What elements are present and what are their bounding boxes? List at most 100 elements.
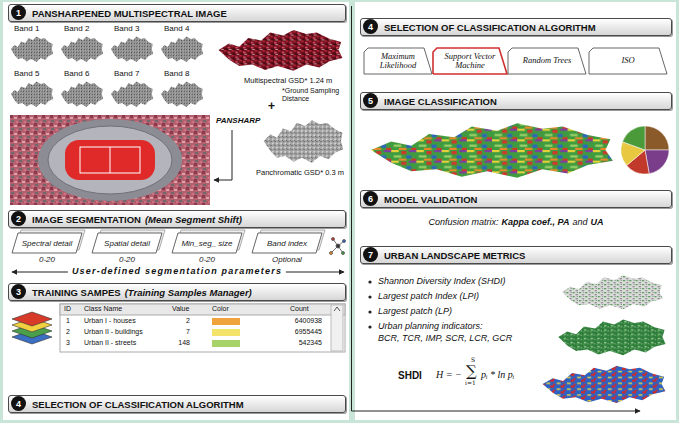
process-label: PANSHARP — [216, 116, 260, 125]
validation-metric: UA — [590, 217, 603, 227]
parameter-name: Min_seg_ size — [181, 239, 232, 248]
parameter-range: 0-20 — [12, 255, 82, 264]
parameter-name: Spectral detail — [22, 239, 73, 248]
table-cell: Urban II - buildings — [84, 328, 143, 336]
section-title: PANSHARPENED MULTISPECTRAL IMAGE — [32, 8, 227, 19]
section-header: URBAN LANDSCAPE METRICS 7 — [360, 246, 672, 264]
validation-text: and — [572, 217, 587, 227]
section-header: IMAGE SEGMENTATION (Mean Segment Shift) 2 — [8, 210, 346, 228]
table-header-row — [60, 304, 345, 315]
band-label: Band 3 — [114, 24, 139, 33]
image-caption: Panchromatic GSD* 0.3 m — [256, 169, 344, 178]
band-label: Band 2 — [64, 24, 89, 33]
metric-item: Urban planning indicators: — [378, 321, 483, 331]
table-cell: Urban II - streets — [84, 339, 136, 347]
pie-chart — [621, 126, 669, 174]
section-header: PANSHARPENED MULTISPECTRAL IMAGE 1 — [8, 4, 346, 22]
table-header: Count — [290, 305, 309, 313]
section-title: URBAN LANDSCAPE METRICS — [384, 250, 525, 261]
table-cell: Urban I - houses — [84, 317, 136, 325]
step-number: 6 — [363, 191, 378, 206]
parameter-range: 0-20 — [172, 255, 242, 264]
classification-map — [371, 123, 613, 177]
parameter-range: 0-20 — [92, 255, 162, 264]
table-cell: 542345 — [250, 339, 322, 347]
tab-shape — [589, 48, 667, 74]
table-cell: 7 — [166, 328, 190, 336]
scrollbar — [331, 305, 343, 351]
text-row: Confusion matrix:Kappa coef., PAandUA — [429, 217, 604, 227]
formula-text: H = − — [436, 369, 462, 381]
section-header: SELECTION OF CLASSIFICATION ALGORITHM 4 — [8, 395, 346, 413]
validation-text: Confusion matrix: — [429, 217, 499, 227]
algorithm-name: ISO — [621, 56, 634, 65]
table-cell: 2 — [66, 328, 70, 336]
step-number-text: 6 — [368, 194, 373, 204]
left-panel — [3, 2, 349, 420]
step-number: 7 — [363, 247, 378, 262]
tab-shape — [433, 48, 507, 74]
parameter-name: Spatial detail — [104, 239, 150, 248]
table-cell: 2 — [166, 317, 190, 325]
step-number-text: 3 — [16, 287, 21, 297]
section-title: IMAGE SEGMENTATION — [32, 214, 141, 225]
algorithm-tab: ISO — [589, 48, 667, 74]
parameter-tab: Spectral detail0-20 — [12, 233, 82, 253]
parameter-tab: Spatial detail0-20 — [92, 233, 162, 253]
section-header: SELECTION OF CLASSIFICATION ALGORITHM4 — [360, 18, 672, 36]
band-label: Band 6 — [64, 69, 89, 78]
color-swatch — [212, 329, 240, 336]
band-label: Band 5 — [14, 69, 39, 78]
tab-shape — [12, 233, 82, 253]
pansharp-arrow — [214, 130, 232, 180]
section-header: MODEL VALIDATION 6 — [360, 190, 672, 208]
step-number: 4 — [363, 19, 378, 34]
table-header: Class Name — [84, 305, 122, 313]
plus-sign: + — [268, 100, 275, 114]
tab-shape — [92, 233, 162, 253]
table-cell: 1 — [66, 317, 70, 325]
table-cell: 6400938 — [250, 317, 322, 325]
table-header: Color — [212, 305, 229, 313]
step-number-text: 5 — [368, 96, 373, 106]
step-number: 5 — [363, 93, 378, 108]
tab-shape — [364, 48, 432, 74]
diversity-map — [562, 275, 663, 309]
section-header: TRAINING SAMPES(Training Samples Manager… — [8, 283, 346, 301]
color-swatch — [212, 340, 240, 347]
step-number-text: 2 — [16, 214, 21, 224]
image-caption: Multispectral GSD* 1.24 m — [244, 77, 332, 86]
step-number-text: 1 — [16, 8, 21, 18]
step-number-text: 4 — [16, 399, 21, 409]
network-icon — [330, 238, 346, 255]
formula-text: pᵢ * ln pᵢ — [481, 369, 514, 381]
step-number: 4 — [11, 396, 26, 411]
range-label: User-defined segmentation parameters — [68, 266, 286, 276]
shdi-map — [543, 366, 666, 403]
algorithm-tab: Maximum Likelihood — [364, 48, 432, 74]
tab-shape — [252, 233, 322, 253]
section-subtitle: (Mean Segment Shift) — [145, 214, 242, 225]
parameter-range: Optional — [252, 255, 322, 264]
metric-item: BCR, TCR, IMP, SCR, LCR, GCR — [378, 333, 512, 343]
step-number: 3 — [11, 284, 26, 299]
parameter-name: Band index — [267, 239, 307, 248]
formula-limit: i=1 — [465, 380, 476, 387]
band-label: Band 4 — [164, 24, 189, 33]
table-cell: 3 — [66, 339, 70, 347]
algorithm-name: Maximum Likelihood — [369, 52, 427, 71]
footnote: *Ground Sampling Distance — [282, 87, 344, 103]
section-title: SELECTION OF CLASSIFICATION ALGORITHM — [32, 399, 244, 410]
sum-symbol: ∑ — [466, 363, 477, 380]
stadium-image — [10, 115, 210, 205]
algorithm-name: Random Trees — [523, 56, 572, 65]
multispectral-image — [219, 30, 343, 71]
patch-map — [558, 320, 666, 356]
metric-item: Largest patch (LP) — [378, 306, 452, 316]
algorithm-name: Support Vector Machine — [438, 52, 502, 71]
band-label: Band 7 — [114, 69, 139, 78]
band-images — [11, 37, 203, 108]
section-title: MODEL VALIDATION — [384, 194, 477, 205]
step-number: 2 — [11, 211, 26, 226]
tab-shape — [508, 48, 586, 74]
